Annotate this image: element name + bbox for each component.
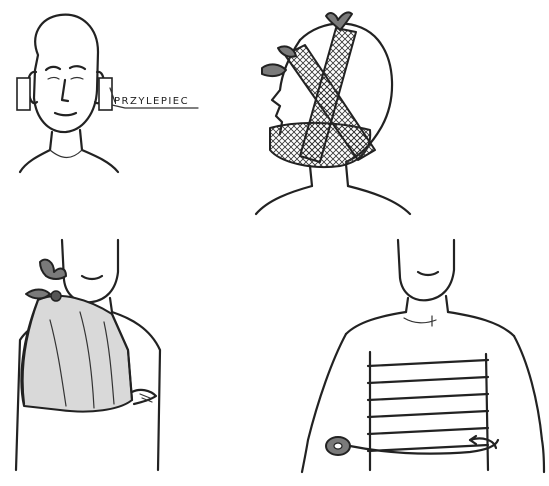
chest-bandage-icon	[302, 240, 544, 472]
adhesive-plaster-label: PRZYLEPIEC	[114, 96, 189, 107]
face-adhesive-plaster-icon	[17, 15, 198, 172]
arm-sling-icon	[16, 240, 160, 470]
head-cross-bandage-icon	[256, 12, 410, 214]
